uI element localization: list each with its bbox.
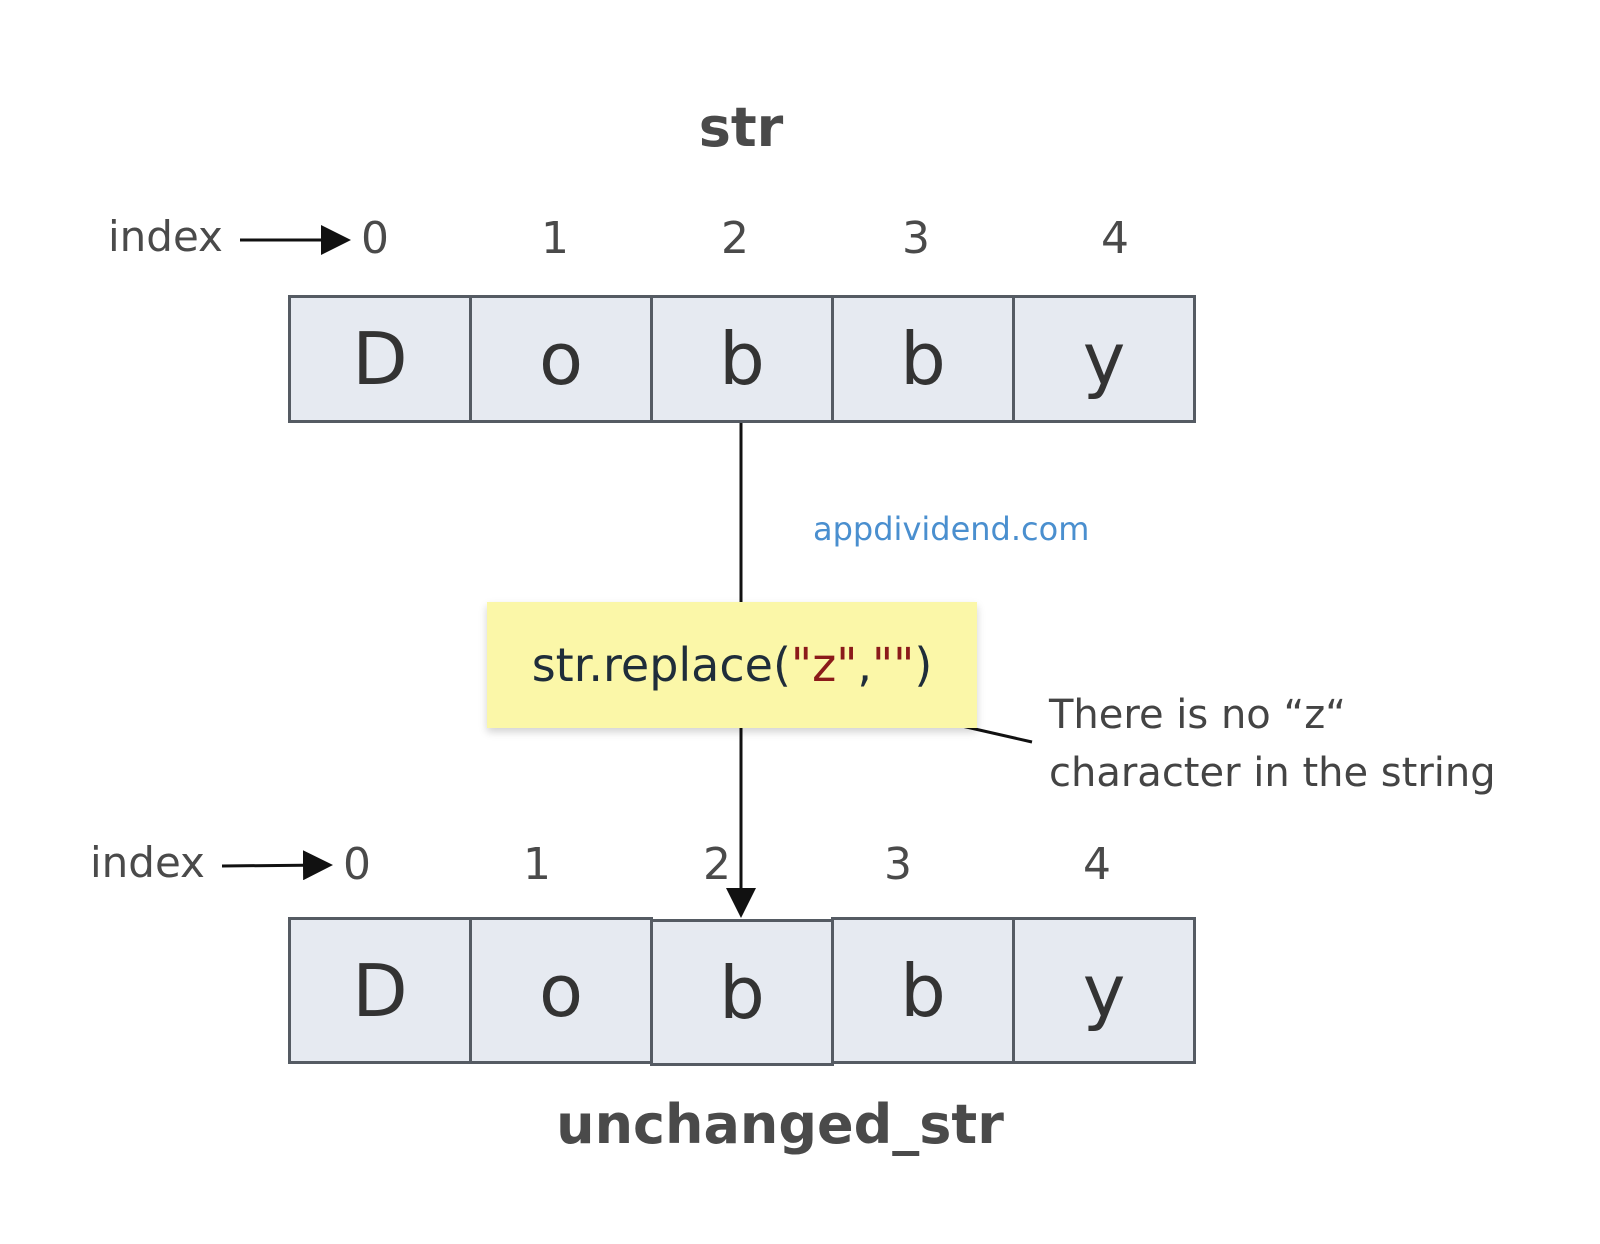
top-cell-0: D	[288, 295, 472, 423]
bottom-index-1: 1	[523, 839, 551, 890]
bottom-index-3: 3	[884, 839, 912, 890]
top-cell-2: b	[650, 295, 834, 423]
top-index-1: 1	[541, 213, 569, 264]
note-line-2: character in the string	[1049, 750, 1496, 796]
code-arg-search: "z"	[790, 638, 858, 692]
bottom-index-arrow	[221, 850, 333, 881]
code-prefix: str.replace(	[531, 638, 791, 692]
top-index-4: 4	[1101, 213, 1129, 264]
bottom-cell-0: D	[288, 917, 472, 1064]
bottom-title: unchanged_str	[556, 1093, 1004, 1156]
bottom-index-0: 0	[343, 839, 371, 890]
bottom-cell-2: b	[650, 919, 834, 1066]
bottom-cell-3: b	[831, 917, 1015, 1064]
top-title: str	[698, 96, 784, 159]
top-cell-4: y	[1012, 295, 1196, 423]
bottom-index-4: 4	[1083, 839, 1111, 890]
annotation-note: There is no “z“ character in the string	[1049, 686, 1496, 802]
bottom-cell-4: y	[1012, 917, 1196, 1064]
code-box: str.replace("z", "")	[487, 602, 977, 728]
bottom-index-label: index	[90, 838, 205, 887]
code-suffix: )	[914, 638, 933, 692]
top-index-2: 2	[721, 213, 749, 264]
code-arg-replacement: ""	[872, 638, 915, 692]
top-index-3: 3	[902, 213, 930, 264]
top-cell-3: b	[831, 295, 1015, 423]
bottom-index-2: 2	[703, 839, 731, 890]
top-cell-1: o	[469, 295, 653, 423]
code-separator: ,	[857, 638, 873, 692]
bottom-cell-1: o	[469, 917, 653, 1064]
top-index-0: 0	[361, 213, 389, 264]
watermark: appdividend.com	[813, 510, 1090, 548]
note-line-1: There is no “z“	[1049, 692, 1346, 738]
top-index-label: index	[108, 212, 223, 261]
